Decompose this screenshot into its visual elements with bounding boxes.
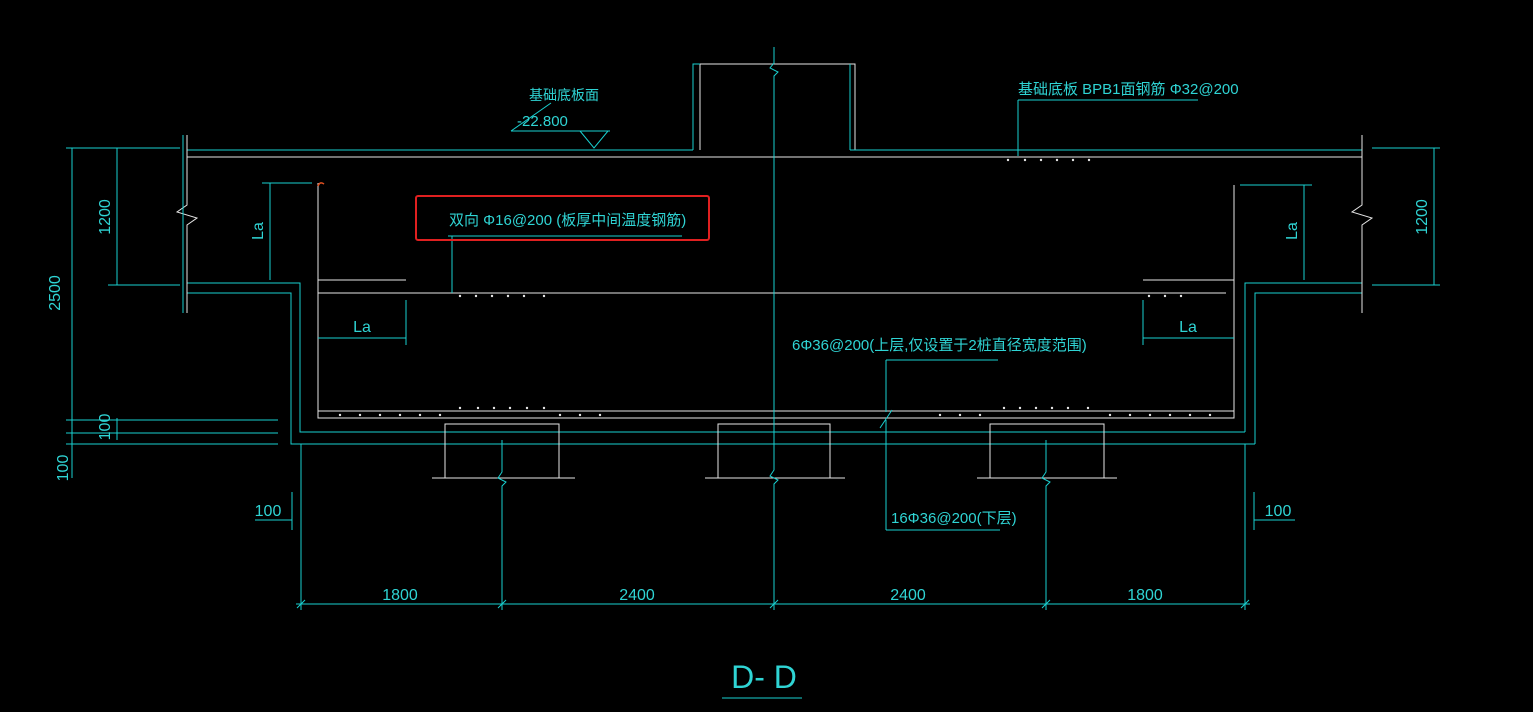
rebar-hook-mark (317, 182, 325, 187)
upper-layer-leader (885, 359, 998, 412)
offset-dims (255, 492, 1295, 530)
temperature-rebar-leader (448, 235, 682, 293)
span-dimension (296, 599, 1250, 609)
span-4-label: 1800 (1127, 587, 1163, 604)
section-title: D- D (731, 659, 797, 695)
la-dims (262, 182, 1312, 345)
la-right-horizontal: La (1179, 319, 1197, 336)
rebar-dots-mid (458, 294, 1183, 298)
la-left-vertical: La (250, 222, 267, 240)
upper-layer-note: 6Φ36@200(上层,仅设置于2桩直径宽度范围) (792, 337, 1087, 354)
rebar-dots-top (1006, 158, 1091, 162)
rebar-dots-bottom (338, 406, 1212, 417)
column-stub (692, 63, 856, 150)
foundation-bottom-label: 基础底板面 (529, 87, 599, 103)
offset-left-label: 100 (255, 503, 282, 520)
top-rebar-leader (1017, 99, 1198, 156)
small-height-b-label: 100 (55, 455, 72, 482)
lower-layer-leader (879, 409, 1000, 531)
span-3-label: 2400 (890, 587, 926, 604)
span-1-label: 1800 (382, 587, 418, 604)
left-vertical-dims (66, 147, 278, 478)
right-vertical-dims (1372, 147, 1440, 286)
small-height-a-label: 100 (97, 414, 114, 441)
upper-height-right-label: 1200 (1414, 199, 1431, 235)
la-right-vertical: La (1284, 222, 1301, 240)
overall-height-label: 2500 (47, 275, 64, 311)
offset-right-label: 100 (1265, 503, 1292, 520)
foundation-elevation: -22.800 (517, 113, 568, 130)
highlight-box (415, 195, 710, 241)
upper-height-left-label: 1200 (97, 199, 114, 235)
rebar-lines (317, 183, 1235, 419)
top-rebar-note: 基础底板 BPB1面钢筋 Φ32@200 (1018, 80, 1239, 98)
elevation-marker (510, 102, 610, 149)
la-left-horizontal: La (353, 319, 371, 336)
temperature-rebar-note: 双向 Φ16@200 (板厚中间温度钢筋) (449, 211, 686, 229)
axis-lines (300, 47, 1246, 610)
span-2-label: 2400 (619, 587, 655, 604)
slab-outline (175, 135, 1374, 445)
lower-layer-note: 16Φ36@200(下层) (891, 510, 1017, 527)
